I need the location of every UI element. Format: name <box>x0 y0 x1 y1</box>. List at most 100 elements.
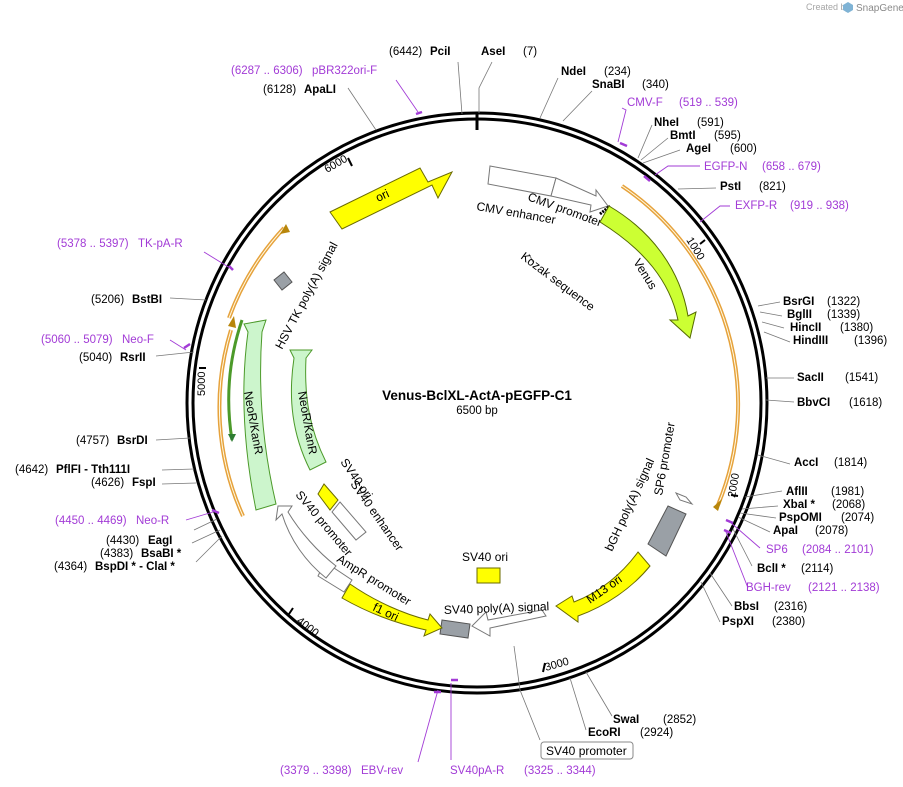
primer-cmvf-range: (519 .. 539) <box>679 97 738 109</box>
site-swai-pos: (2852) <box>663 714 696 726</box>
site-aflii: AflII <box>786 486 808 498</box>
site-acci: AccI <box>794 457 818 469</box>
sv40-polya-label: SV40 poly(A) signal <box>444 599 550 617</box>
site-ecori-pos: (2924) <box>640 727 673 739</box>
site-bcli-pos: (2114) <box>801 563 834 575</box>
primer-sp6-range: (2084 .. 2101) <box>802 544 874 556</box>
primer-egfpn-range: (658 .. 679) <box>762 161 821 173</box>
primer-bghrev: BGH-rev <box>746 582 791 594</box>
primer-ebvrev: EBV-rev <box>361 765 403 777</box>
sv40-enhancer-label: SV40 enhancer <box>348 478 407 554</box>
primer-sv40pa-range: (3325 .. 3344) <box>524 765 596 777</box>
hsv-feature <box>273 271 293 291</box>
site-snabi-pos: (340) <box>642 79 669 91</box>
site-psp: PspOMI <box>779 512 822 524</box>
sp6-promoter-label: SP6 promoter <box>651 421 678 496</box>
site-bmti: BmtI <box>670 130 696 142</box>
sv40-enhancer-feature <box>331 501 367 541</box>
ori-label: ori <box>373 186 391 204</box>
site-nhei: NheI <box>654 117 679 129</box>
orf-arcs <box>217 184 741 517</box>
primer-tkpar: TK-pA-R <box>138 238 183 250</box>
site-snabi: SnaBI <box>592 79 625 91</box>
site-bstbi: BstBI <box>132 294 162 306</box>
site-apai-pos: (2078) <box>815 525 848 537</box>
credit-text: Created by <box>806 2 851 12</box>
ori-feature <box>329 167 454 230</box>
cmv-promoter-feature <box>550 177 609 213</box>
site-eagi: EagI <box>148 535 172 547</box>
kozak-label: Kozak sequence <box>518 249 598 314</box>
site-bbvci: BbvCI <box>797 397 830 409</box>
hsv-label: HSV TK poly(A) signal <box>272 240 340 352</box>
snapgene-brand: SnapGene <box>856 3 903 14</box>
site-xbai-pos: (2068) <box>832 499 865 511</box>
site-bbsi: BbsI <box>734 601 759 613</box>
site-bspdi-pos: (4364) <box>54 561 87 573</box>
site-psti: PstI <box>720 181 741 193</box>
site-apali: ApaLI <box>304 84 336 96</box>
site-hindiii: HindIII <box>793 335 828 347</box>
primer-leaders <box>169 79 761 763</box>
site-bsrgi: BsrGI <box>783 296 814 308</box>
site-asei-pos: (7) <box>523 46 537 58</box>
site-ndei: NdeI <box>561 66 586 78</box>
site-apali-pos: (6128) <box>263 84 296 96</box>
site-sacii: SacII <box>797 372 824 384</box>
sv40-promoter-box <box>540 741 634 760</box>
site-pcii: PciI <box>430 46 450 58</box>
site-pflfi-pos: (4642) <box>15 464 48 476</box>
site-eagi-pos: (4430) <box>106 535 139 547</box>
primer-sv40pa: SV40pA-R <box>450 765 504 777</box>
sv40-promoter-box-label: SV40 promoter <box>546 744 627 758</box>
primer-cmvf: CMV-F <box>627 97 663 109</box>
site-hincii: HincII <box>790 322 821 334</box>
plasmid-size: 6500 bp <box>456 405 498 417</box>
site-asei: AseI <box>481 46 505 58</box>
site-acci-pos: (1814) <box>834 457 867 469</box>
kozak-pointer <box>528 253 534 263</box>
site-pspxi: PspXI <box>722 616 754 628</box>
site-bglii-pos: (1339) <box>827 309 860 321</box>
primer-ticks <box>183 110 734 694</box>
neo-outer-feature <box>243 319 277 511</box>
neo-inner-feature <box>289 349 327 471</box>
m13-ori-feature <box>555 551 651 623</box>
site-aflii-pos: (1981) <box>831 486 864 498</box>
neo-orf-arc <box>227 319 244 441</box>
site-bcli: BclI * <box>757 563 786 575</box>
primer-exfpr: EXFP-R <box>735 200 777 212</box>
site-bsabi-pos: (4383) <box>100 548 133 560</box>
site-pspxi-pos: (2380) <box>772 616 805 628</box>
site-bbsi-pos: (2316) <box>774 601 807 613</box>
site-bspdi: BspDI * - ClaI * <box>95 561 175 573</box>
site-bstbi-pos: (5206) <box>91 294 124 306</box>
sp6-feature <box>674 492 694 506</box>
primer-neor: Neo-R <box>136 515 169 527</box>
bgh-label: bGH poly(A) signal <box>602 456 657 553</box>
f1-ori-label: f1 ori <box>371 600 401 624</box>
primer-ebvrev-range: (3379 .. 3398) <box>280 765 352 777</box>
site-sacii-pos: (1541) <box>845 372 878 384</box>
tick-2000: 2000 <box>726 472 742 498</box>
site-hindiii-pos: (1396) <box>854 335 887 347</box>
cmv-enhancer-feature <box>487 165 557 197</box>
sv40-ori-feature <box>317 483 339 511</box>
primer-tkpar-range: (5378 .. 5397) <box>57 238 129 250</box>
sv40-promoter-feature <box>275 505 337 579</box>
leader-lines <box>155 61 795 741</box>
site-psti-pos: (821) <box>759 181 786 193</box>
primer-neor-range: (4450 .. 4469) <box>55 515 127 527</box>
plasmid-name: Venus-BclXL-ActA-pEGFP-C1 <box>382 388 572 403</box>
primer-egfpn: EGFP-N <box>704 161 747 173</box>
primer-neof-range: (5060 .. 5079) <box>41 334 113 346</box>
site-pcii-pos: (6442) <box>389 46 422 58</box>
primer-pbr-range: (6287 .. 6306) <box>231 65 303 77</box>
primer-labels: CMV-F (519 .. 539) EGFP-N (658 .. 679) E… <box>41 65 880 777</box>
site-nhei-pos: (591) <box>697 117 724 129</box>
orf-arrowheads <box>228 224 722 511</box>
site-bglii: BglII <box>787 309 812 321</box>
sv40-ori-inner-feature <box>476 567 501 584</box>
site-fspi: FspI <box>132 477 156 489</box>
